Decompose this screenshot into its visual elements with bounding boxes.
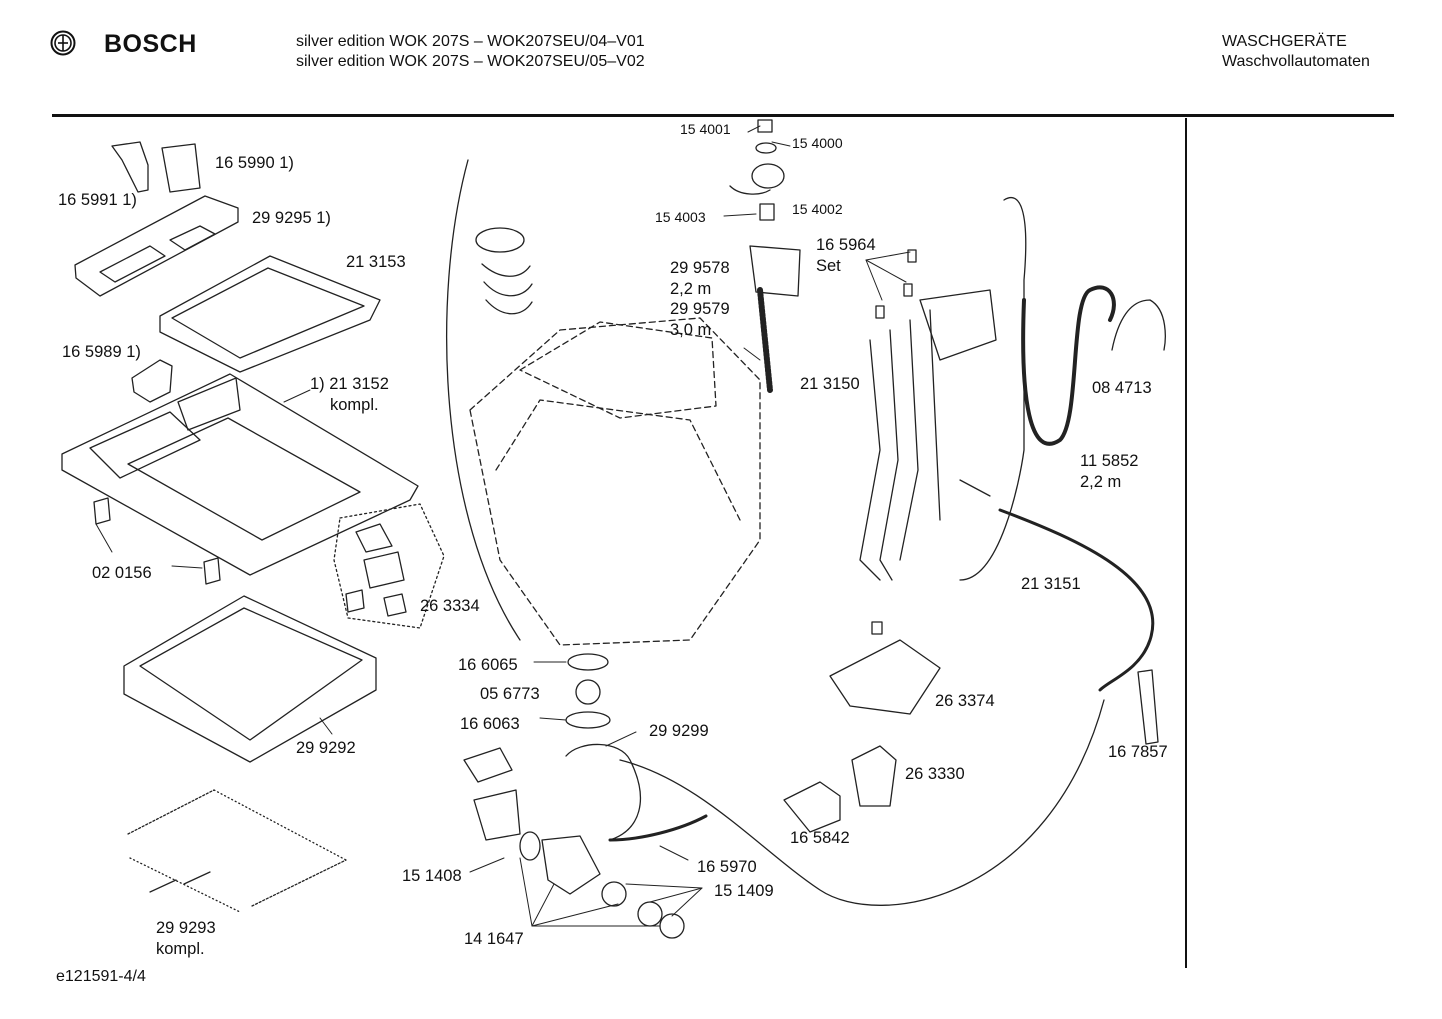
part-label: 11 5852: [1080, 452, 1139, 470]
part-label: 16 7857: [1108, 743, 1168, 761]
part-label: 21 3151: [1021, 575, 1081, 593]
pressure-switch-part: [829, 621, 941, 715]
part-label: 2,2 m: [1080, 473, 1122, 491]
part-label: kompl.: [156, 940, 205, 958]
part-label: 3,0 m: [670, 321, 712, 339]
clip-part-b: [203, 557, 221, 585]
part-label: 29 9293: [156, 919, 216, 937]
part-label: Set: [816, 257, 841, 275]
part-label: 2,2 m: [670, 280, 712, 298]
overflow-hose-part: [959, 196, 1027, 581]
part-label: 26 3374: [935, 692, 995, 710]
part-label: 21 3150: [800, 375, 860, 393]
vent-bellows-part: [475, 227, 533, 315]
part-label: 16 6063: [460, 715, 520, 733]
part-label: 15 4002: [792, 201, 843, 217]
part-label: 16 5970: [697, 858, 757, 876]
part-label: 16 5964: [816, 236, 876, 254]
header-divider: [52, 114, 1394, 117]
part-label: 15 4001: [680, 121, 731, 137]
drain-hose-part: [1021, 285, 1116, 446]
long-drain-line: [619, 699, 1105, 906]
part-label: 16 5842: [790, 829, 850, 847]
category-line-2: Waschvollautomaten: [1222, 53, 1370, 70]
part-label: 29 9295 1): [252, 209, 331, 227]
spring-set-part: [127, 789, 347, 913]
part-label: 1) 21 3152: [310, 375, 389, 393]
part-label: 15 4000: [792, 135, 843, 151]
part-label: 15 1408: [402, 867, 462, 885]
leader-lines: [95, 125, 911, 927]
hose-bracket-part: [1111, 299, 1166, 351]
part-label: 26 3334: [420, 597, 480, 615]
hose-holder-part: [1137, 669, 1159, 745]
model-line-1: silver edition WOK 207S – WOK207SEU/04–V…: [296, 33, 645, 50]
pipe-manifold-part: [859, 249, 997, 581]
document-id: e121591-4/4: [56, 968, 146, 985]
category-line-1: WASCHGERÄTE: [1222, 33, 1347, 50]
clip-part-a: [93, 497, 111, 525]
clip-part: [131, 359, 173, 403]
part-label: 05 6773: [480, 685, 540, 703]
detergent-drawer-part: [74, 195, 239, 297]
door-lock-assembly: [333, 503, 445, 629]
part-label: 08 4713: [1092, 379, 1152, 397]
part-label: 26 3330: [905, 765, 965, 783]
part-label: 14 1647: [464, 930, 524, 948]
part-label: 16 5990 1): [215, 154, 294, 172]
brand-name: BOSCH: [104, 30, 197, 58]
valve-fittings-stack: [729, 119, 785, 221]
part-label: 15 1409: [714, 882, 774, 900]
top-frame-part: [61, 373, 419, 576]
part-label: 16 5989 1): [62, 343, 141, 361]
drawer-handle-part: [111, 141, 201, 193]
door-seal-part: [123, 595, 377, 763]
part-label: 02 0156: [92, 564, 152, 582]
pump-filter-parts: [601, 881, 685, 939]
part-label: 29 9292: [296, 739, 356, 757]
model-line-2: silver edition WOK 207S – WOK207SEU/05–V…: [296, 53, 645, 70]
inlet-hose-part: [749, 245, 801, 393]
sump-hose-part: [565, 653, 708, 842]
part-label: kompl.: [330, 396, 379, 414]
part-label: 29 9299: [649, 722, 709, 740]
part-label: 21 3153: [346, 253, 406, 271]
part-label: 16 6065: [458, 656, 518, 674]
part-label: 29 9579: [670, 300, 730, 318]
part-label: 16 5991 1): [58, 191, 137, 209]
inlet-pipe-part: [998, 508, 1155, 692]
right-margin-divider: [1185, 118, 1187, 968]
water-valve-part: [783, 745, 897, 833]
wash-tub-part: [469, 317, 761, 646]
drawer-housing-part: [159, 255, 381, 373]
drain-pump-part: [463, 747, 601, 895]
part-label: 29 9578: [670, 259, 730, 277]
bosch-armature-icon: [50, 30, 76, 56]
part-label: 15 4003: [655, 209, 706, 225]
